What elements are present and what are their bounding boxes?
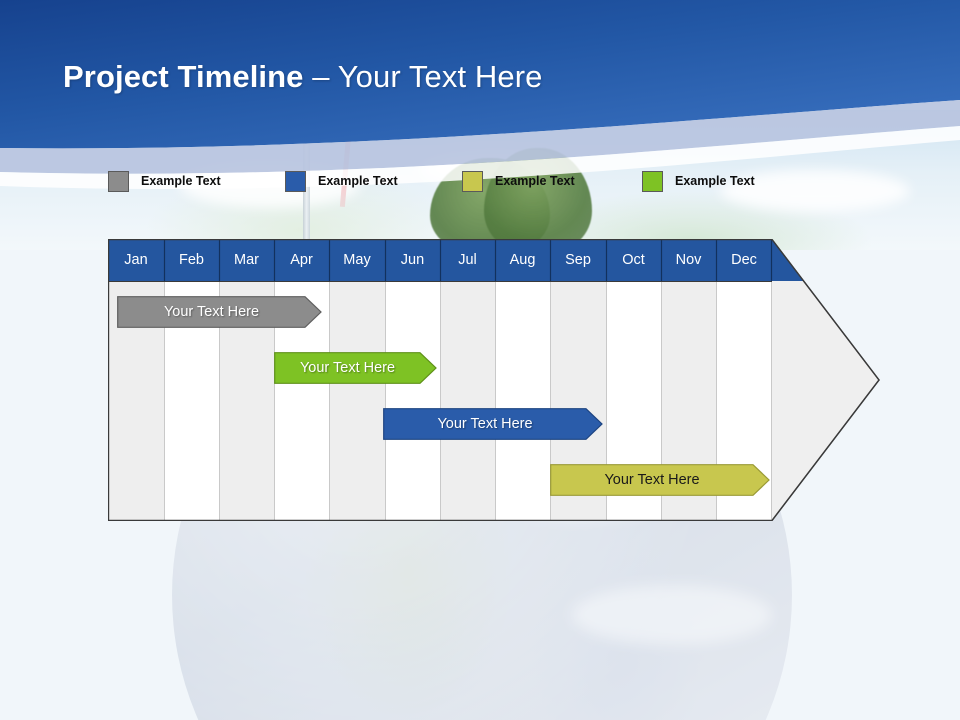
globe-swirl (572, 585, 772, 645)
legend-swatch-green (642, 170, 663, 192)
legend-item-green[interactable]: Example Text (642, 170, 755, 192)
legend-swatch-olive (462, 170, 483, 192)
task-bar-blue[interactable]: Your Text Here (383, 408, 603, 440)
month-cell-feb[interactable]: Feb (179, 252, 204, 268)
month-cell-apr[interactable]: Apr (290, 252, 313, 268)
page-title-bold: Project Timeline (63, 59, 304, 94)
legend-item-gray[interactable]: Example Text (108, 170, 221, 192)
legend-label-gray: Example Text (141, 174, 221, 188)
timeline-chart: Jan Feb Mar Apr May Jun Jul Aug Sep Oct … (108, 239, 880, 521)
page-title-rest: – Your Text Here (303, 59, 543, 94)
legend: Example Text Example Text Example Text E… (108, 170, 828, 194)
month-cell-aug[interactable]: Aug (509, 252, 536, 268)
month-cell-oct[interactable]: Oct (622, 252, 645, 268)
legend-swatch-blue (285, 170, 306, 192)
task-bar-gray-label: Your Text Here (163, 304, 260, 320)
task-bar-gray[interactable]: Your Text Here (117, 296, 322, 328)
month-cell-nov[interactable]: Nov (675, 252, 702, 268)
page-title: Project Timeline – Your Text Here (63, 59, 542, 95)
month-cell-jul[interactable]: Jul (458, 252, 477, 268)
legend-label-olive: Example Text (495, 174, 575, 188)
cloud-icon (720, 170, 910, 212)
month-cell-may[interactable]: May (343, 252, 371, 268)
month-cell-jan[interactable]: Jan (124, 252, 148, 268)
month-cell-jun[interactable]: Jun (400, 252, 425, 268)
header-banner (0, 0, 960, 210)
legend-swatch-gray (108, 170, 129, 192)
legend-item-blue[interactable]: Example Text (285, 170, 398, 192)
task-bar-green-label: Your Text Here (299, 360, 396, 376)
task-bar-green[interactable]: Your Text Here (274, 352, 437, 384)
month-cell-mar[interactable]: Mar (234, 252, 259, 268)
month-header-row: Jan Feb Mar Apr May Jun Jul Aug Sep Oct … (108, 239, 772, 281)
legend-label-blue: Example Text (318, 174, 398, 188)
task-bar-olive[interactable]: Your Text Here (550, 464, 770, 496)
month-cell-dec[interactable]: Dec (731, 252, 757, 268)
legend-label-green: Example Text (675, 174, 755, 188)
chart-canvas (108, 239, 880, 521)
month-cell-sep[interactable]: Sep (565, 252, 591, 268)
task-bar-blue-label: Your Text Here (437, 416, 533, 432)
legend-item-olive[interactable]: Example Text (462, 170, 575, 192)
task-bar-olive-label: Your Text Here (604, 472, 700, 488)
